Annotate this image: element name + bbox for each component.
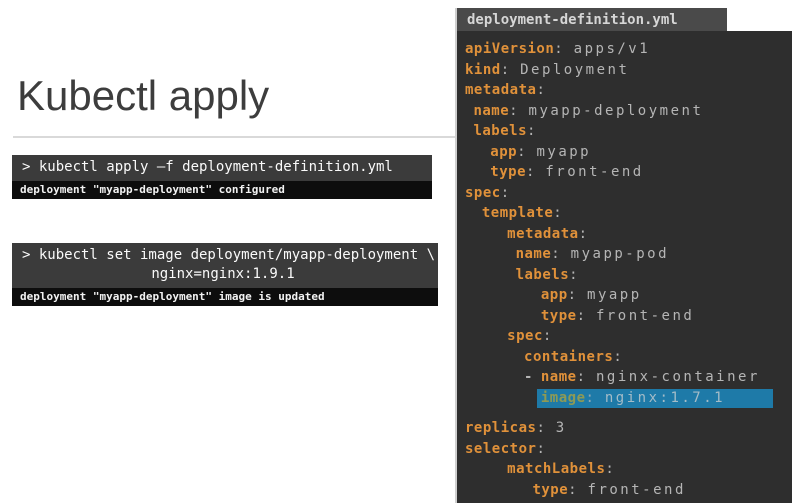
yaml-key: spec: [465, 184, 501, 201]
yaml-value: myapp-pod: [559, 246, 670, 262]
yaml-line: spec:: [465, 326, 792, 347]
yaml-colon: :: [517, 143, 526, 160]
yaml-value: front-end: [576, 481, 686, 498]
yaml-line: app: myapp: [465, 285, 792, 306]
yaml-key: spec: [507, 328, 543, 344]
yaml-value: myapp-deployment: [517, 102, 704, 119]
yaml-colon: :: [542, 328, 552, 344]
yaml-value: front-end: [534, 164, 644, 180]
yaml-colon: :: [527, 123, 536, 139]
editor-file-tab: deployment-definition.yml: [457, 8, 727, 31]
yaml-colon: :: [554, 41, 563, 57]
editor-panel-edge: [455, 8, 457, 503]
terminal-output: deployment "myapp-deployment" image is u…: [12, 288, 438, 306]
terminal-apply: > kubectl apply –f deployment-definition…: [12, 155, 432, 199]
yaml-colon: :: [605, 461, 614, 477]
yaml-colon: :: [578, 225, 588, 242]
yaml-line: matchLabels:: [465, 459, 792, 480]
yaml-key: metadata: [507, 225, 579, 242]
yaml-line: apiVersion: apps/v1: [465, 39, 792, 60]
yaml-colon: :: [500, 61, 510, 78]
terminal-output: deployment "myapp-deployment" configured: [12, 181, 432, 199]
yaml-line: app: myapp: [465, 142, 792, 163]
page-title: Kubectl apply: [17, 72, 270, 119]
yaml-line: containers:: [465, 347, 792, 368]
yaml-colon: :: [536, 82, 545, 98]
yaml-value: myapp: [525, 143, 592, 160]
yaml-key: app: [490, 143, 518, 160]
yaml-key: type: [490, 164, 527, 180]
yaml-value: nginx:1.7.1: [593, 389, 726, 406]
yaml-key: containers: [524, 348, 614, 365]
yaml-colon: :: [613, 348, 622, 365]
yaml-key: replicas: [465, 420, 537, 436]
yaml-colon: :: [567, 287, 577, 303]
yaml-colon: :: [526, 164, 535, 180]
yaml-colon: :: [576, 307, 586, 324]
yaml-key: metadata: [465, 82, 537, 98]
yaml-value: apps/v1: [562, 41, 651, 57]
yaml-value: Deployment: [509, 61, 630, 78]
yaml-colon: :: [509, 102, 518, 119]
yaml-key: type: [540, 307, 577, 324]
yaml-colon: :: [585, 389, 594, 406]
yaml-colon: :: [551, 246, 560, 262]
command-text-line2: nginx=nginx:1.9.1: [151, 266, 295, 282]
yaml-key: name: [540, 369, 577, 385]
yaml-colon: :: [536, 440, 545, 457]
file-tab-label: deployment-definition.yml: [467, 11, 678, 28]
yaml-highlighted-line: image: nginx:1.7.1: [536, 388, 774, 408]
yaml-colon: :: [553, 205, 562, 221]
yaml-list-dash: -: [524, 369, 541, 385]
yaml-key: labels: [473, 123, 528, 139]
yaml-value: 3: [544, 420, 567, 436]
yaml-key: name: [473, 102, 510, 119]
yaml-colon: :: [569, 266, 578, 283]
yaml-value: front-end: [585, 307, 695, 324]
yaml-colon: :: [536, 420, 545, 436]
yaml-key: app: [540, 287, 568, 303]
yaml-line: metadata:: [465, 224, 792, 245]
command-text: > kubectl apply –f deployment-definition…: [22, 159, 393, 175]
yaml-line: selector:: [465, 439, 792, 460]
yaml-key: name: [515, 246, 552, 262]
yaml-line: replicas: 3: [465, 418, 792, 439]
yaml-line: labels:: [465, 265, 792, 286]
yaml-line: type: front-end: [465, 480, 792, 501]
yaml-line: - name: nginx-container: [465, 367, 792, 388]
yaml-key: image: [540, 389, 586, 406]
yaml-key: template: [481, 205, 554, 221]
command-text-line1: > kubectl set image deployment/myapp-dep…: [22, 247, 436, 263]
yaml-key: kind: [465, 61, 501, 78]
terminal-set-image: > kubectl set image deployment/myapp-dep…: [12, 243, 438, 306]
yaml-line: name: myapp-deployment: [465, 101, 792, 122]
yaml-key: type: [532, 481, 569, 498]
yaml-line: image: nginx:1.7.1: [465, 388, 792, 409]
yaml-colon: :: [500, 184, 510, 201]
terminal-command: > kubectl set image deployment/myapp-dep…: [12, 243, 438, 288]
yaml-key: selector: [465, 440, 537, 457]
yaml-line: template:: [465, 203, 792, 224]
yaml-line: metadata:: [465, 80, 792, 101]
title-divider: [13, 136, 456, 138]
yaml-key: apiVersion: [465, 41, 555, 57]
yaml-line: type: front-end: [465, 306, 792, 327]
yaml-line: labels:: [465, 121, 792, 142]
yaml-value: myapp: [576, 287, 642, 303]
yaml-line: name: myapp-pod: [465, 244, 792, 265]
yaml-colon: :: [576, 369, 586, 385]
yaml-line: type: front-end: [465, 162, 792, 183]
yaml-line: spec:: [465, 183, 792, 204]
yaml-value: nginx-container: [585, 369, 760, 385]
terminal-command: > kubectl apply –f deployment-definition…: [12, 155, 432, 181]
yaml-line: kind: Deployment: [465, 60, 792, 81]
yaml-key: labels: [515, 266, 570, 283]
yaml-key: matchLabels: [507, 461, 606, 477]
yaml-colon: :: [568, 481, 577, 498]
